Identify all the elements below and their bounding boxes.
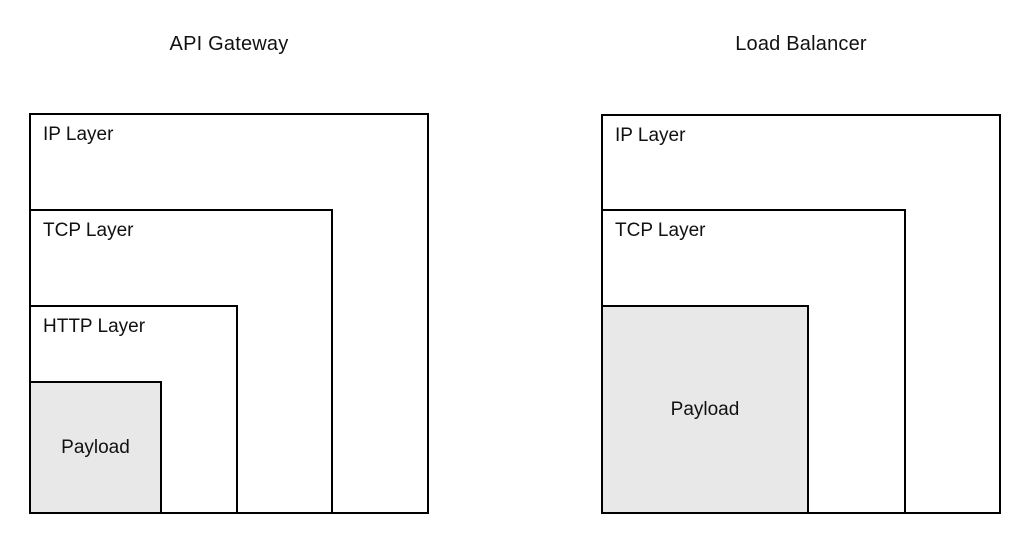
api-gateway-payload-box: Payload	[29, 381, 162, 514]
load-balancer-ip-layer-label: IP Layer	[615, 125, 686, 146]
load-balancer-tcp-layer-label: TCP Layer	[615, 220, 706, 241]
api-gateway-payload-label: Payload	[61, 436, 130, 458]
api-gateway-http-layer-label: HTTP Layer	[43, 316, 146, 337]
api-gateway-tcp-layer-label: TCP Layer	[43, 220, 134, 241]
load-balancer-payload-label: Payload	[670, 398, 740, 420]
api-gateway-ip-layer-label: IP Layer	[43, 124, 114, 145]
api-gateway-title: API Gateway	[169, 33, 289, 55]
load-balancer-title: Load Balancer	[735, 33, 867, 55]
load-balancer-payload-box: Payload	[601, 305, 809, 514]
